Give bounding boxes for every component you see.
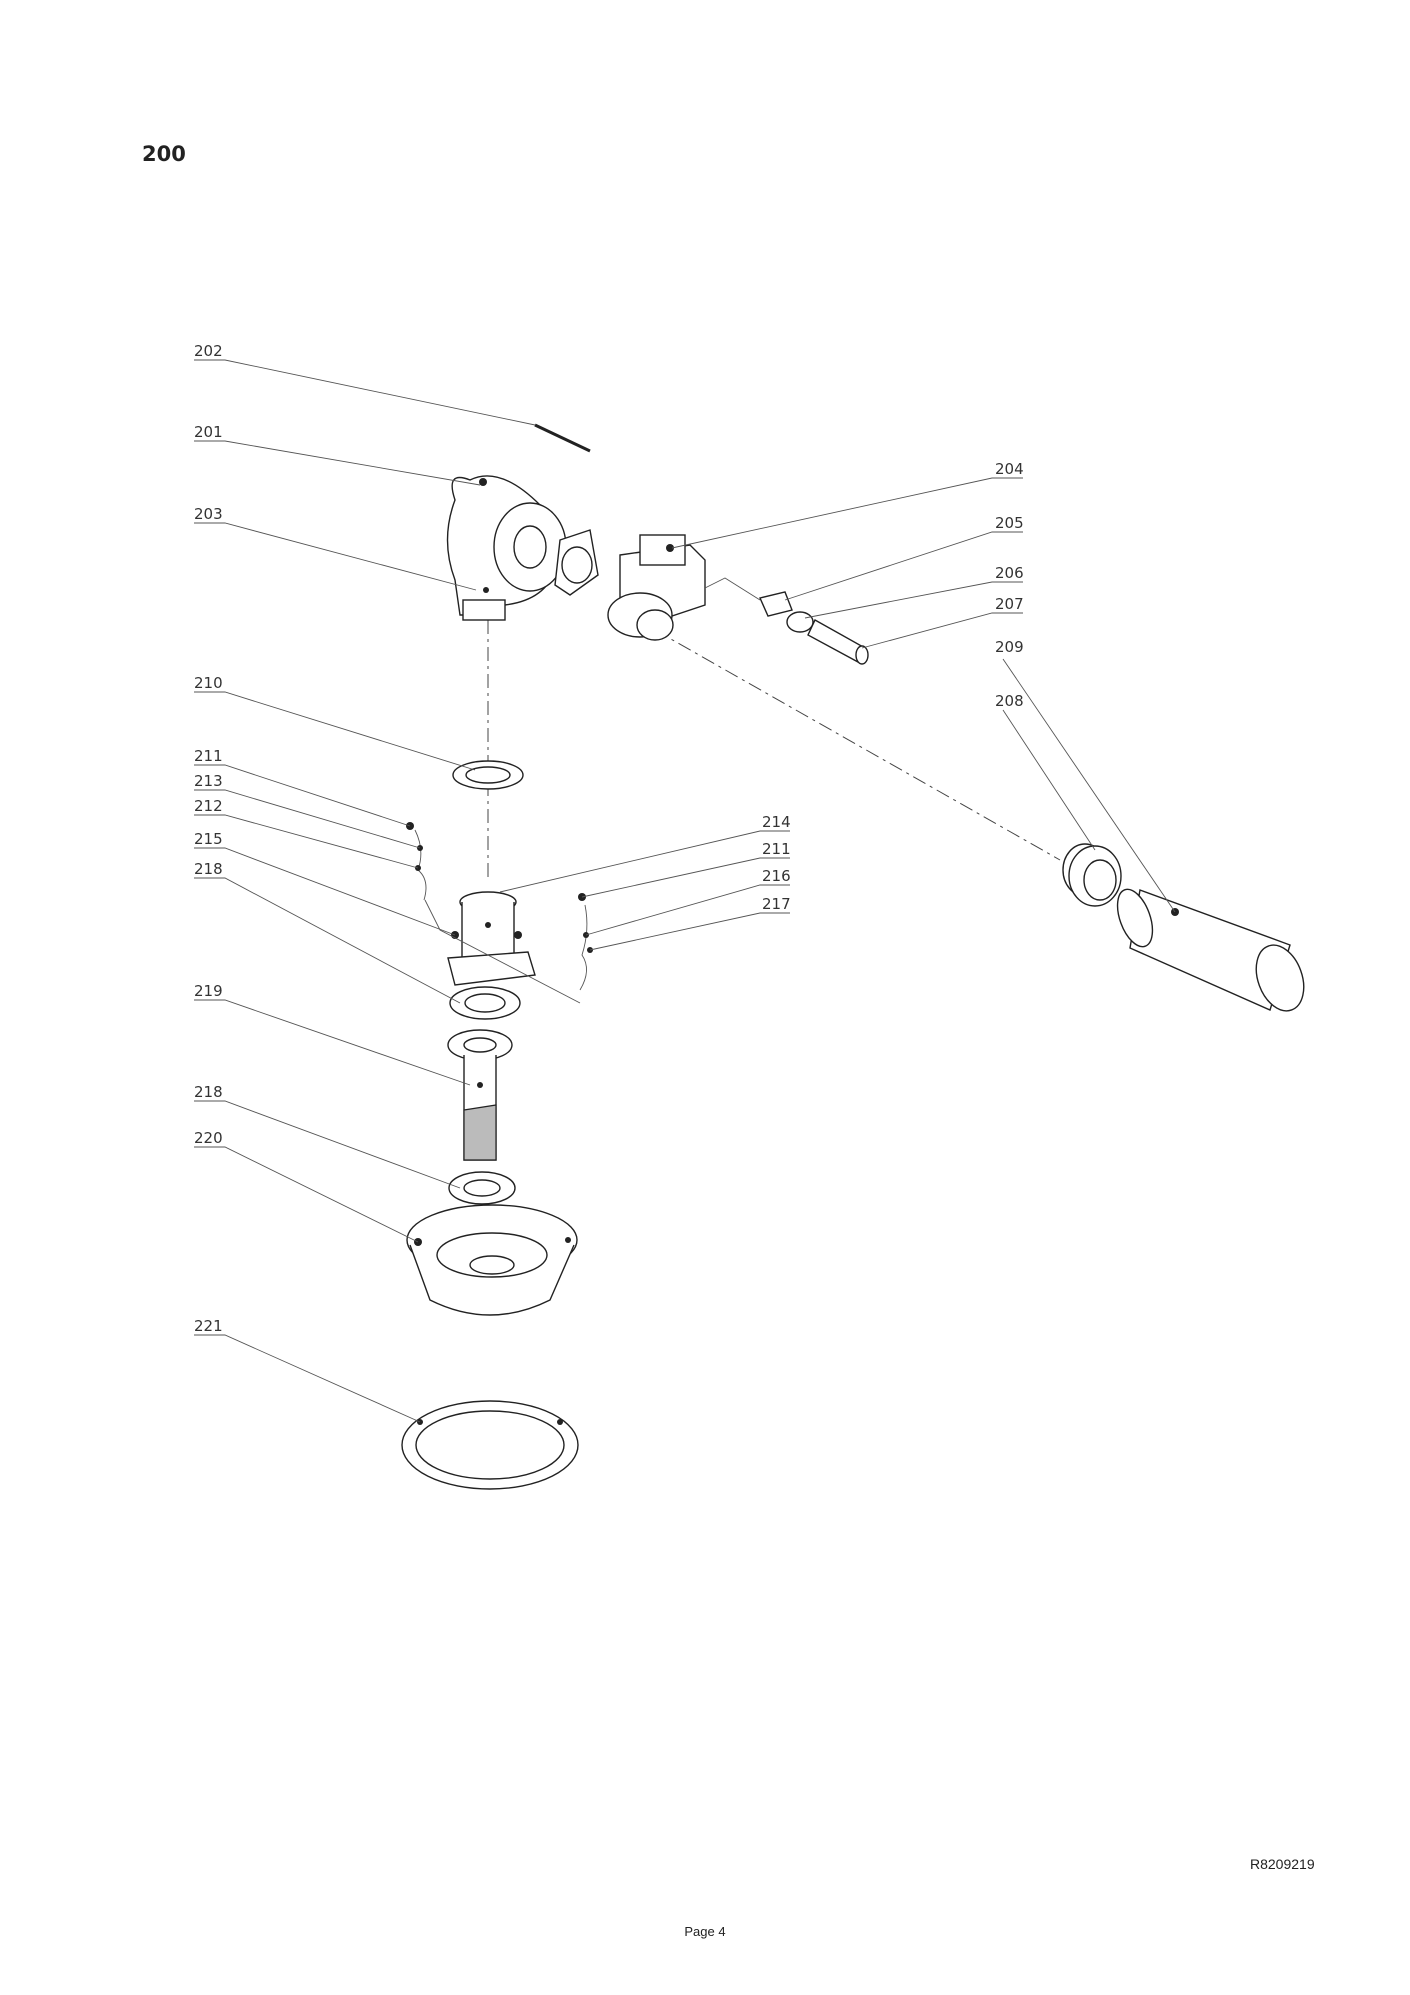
center-line-diagonal xyxy=(654,629,1061,861)
part-209-tube xyxy=(1116,888,1305,1012)
part-electrode-left xyxy=(406,822,427,901)
callout-204: 204 xyxy=(995,460,1024,478)
page-number: Page 4 xyxy=(684,1924,726,1939)
callout-217: 217 xyxy=(762,895,791,913)
callout-218-upper: 218 xyxy=(194,860,223,878)
callout-211-right: 211 xyxy=(762,840,791,858)
part-201-fan-housing xyxy=(446,475,567,621)
callout-206: 206 xyxy=(995,564,1024,582)
callout-215: 215 xyxy=(194,830,223,848)
part-219-flame-tube xyxy=(447,1029,513,1161)
callout-212: 212 xyxy=(194,797,223,815)
callout-205: 205 xyxy=(995,514,1024,532)
callout-218-lower: 218 xyxy=(194,1083,223,1101)
callout-214: 214 xyxy=(762,813,791,831)
callout-221: 221 xyxy=(194,1317,223,1335)
callout-201: 201 xyxy=(194,423,223,441)
part-207-pipe xyxy=(807,619,869,665)
drawing-reference-number: R8209219 xyxy=(1250,1856,1315,1872)
callout-labels: 202 201 203 204 205 206 207 209 208 210 … xyxy=(194,342,1024,1335)
part-202-rod xyxy=(534,423,591,453)
callout-210: 210 xyxy=(194,674,223,692)
callout-219: 219 xyxy=(194,982,223,1000)
callout-209: 209 xyxy=(995,638,1024,656)
callout-211-left: 211 xyxy=(194,747,223,765)
part-214-burner-head xyxy=(447,891,536,986)
part-218-gasket-lower xyxy=(448,1171,516,1205)
callout-203: 203 xyxy=(194,505,223,523)
leader-lines xyxy=(194,359,1176,1423)
callout-202: 202 xyxy=(194,342,223,360)
part-221-base-gasket xyxy=(401,1400,579,1490)
callout-207: 207 xyxy=(995,595,1024,613)
part-205-nipple xyxy=(759,591,793,617)
page-title: 200 xyxy=(142,142,186,166)
callout-216: 216 xyxy=(762,867,791,885)
part-218-gasket-upper xyxy=(449,986,521,1020)
callout-220: 220 xyxy=(194,1129,223,1147)
callout-208: 208 xyxy=(995,692,1024,710)
part-220-mounting-flange xyxy=(406,1204,578,1316)
part-208-fitting xyxy=(1062,843,1122,907)
part-210-gasket xyxy=(452,760,524,790)
part-204-gas-valve xyxy=(607,534,761,641)
callout-213: 213 xyxy=(194,772,223,790)
part-206-connector xyxy=(786,611,814,633)
